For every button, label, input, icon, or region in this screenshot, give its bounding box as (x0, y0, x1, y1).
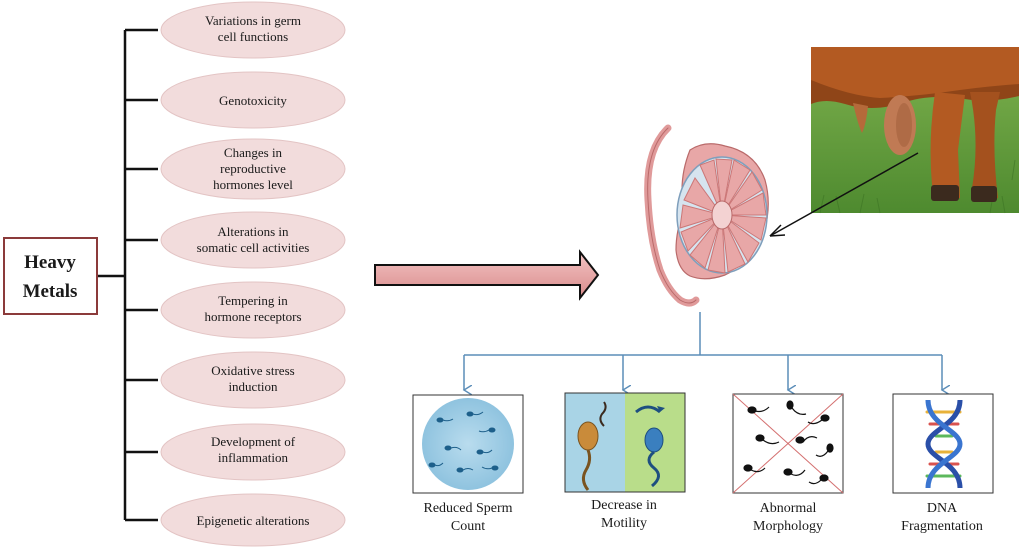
outcome-label: Count (451, 519, 485, 534)
effect-label: Genotoxicity (219, 93, 287, 108)
effect-label: hormones level (213, 177, 293, 192)
effect-oxidative-stress: Oxidative stress induction (160, 351, 346, 409)
heavy-metals-label-line1: Heavy (24, 252, 76, 273)
outcome-label: Fragmentation (901, 519, 983, 534)
outcome-label: Motility (601, 516, 647, 531)
effect-germ-cell: Variations in germ cell functions (160, 1, 346, 59)
effect-label: somatic cell activities (197, 240, 310, 255)
effect-epigenetic: Epigenetic alterations (160, 493, 346, 547)
sperm-count-icon (412, 394, 524, 494)
effect-label: reproductive (220, 161, 286, 176)
effect-label: Epigenetic alterations (197, 513, 310, 528)
effect-hormone-receptors: Tempering in hormone receptors (160, 281, 346, 339)
outcome-label: Decrease in (591, 498, 657, 513)
effect-label: Tempering in (218, 293, 288, 308)
effect-label: Variations in germ (205, 13, 301, 28)
effect-label: Changes in (224, 145, 283, 160)
effect-inflammation: Development of inflammation (160, 423, 346, 481)
testis-illustration (644, 124, 769, 307)
outcome-label: Morphology (753, 519, 823, 534)
effect-label: induction (228, 379, 278, 394)
heavy-metals-box: Heavy Metals (3, 237, 98, 315)
effects-bracket (97, 28, 158, 522)
outcome-connectors (464, 312, 942, 390)
effect-label: Development of (211, 434, 296, 449)
photo-pointer-arrow (769, 152, 919, 237)
bull-photo (811, 47, 1019, 214)
abnormal-morphology-icon (732, 393, 844, 494)
outcome-label: Abnormal (760, 501, 817, 516)
big-arrow (374, 249, 600, 301)
dna-helix-icon (892, 393, 994, 494)
sperm-motility-icon (564, 392, 686, 493)
heavy-metals-label-line2: Metals (23, 281, 78, 302)
outcome-label: Reduced Sperm (423, 501, 512, 516)
effect-label: inflammation (218, 450, 289, 465)
effect-somatic-cell: Alterations in somatic cell activities (160, 211, 346, 269)
effect-label: Oxidative stress (211, 363, 294, 378)
effect-label: Alterations in (217, 224, 289, 239)
effect-label: hormone receptors (204, 309, 301, 324)
effect-hormone-levels: Changes in reproductive hormones level (160, 138, 346, 200)
effect-genotoxicity: Genotoxicity (160, 71, 346, 129)
effect-label: cell functions (218, 29, 288, 44)
outcome-label: DNA (927, 501, 958, 516)
